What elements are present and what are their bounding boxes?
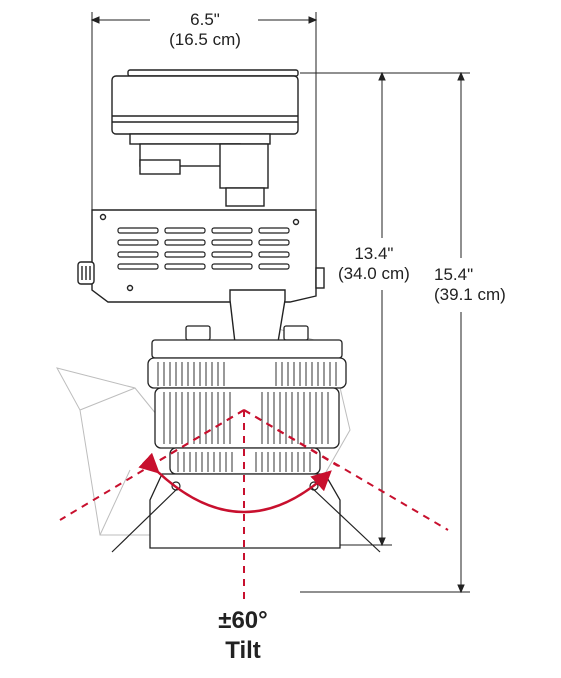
- tilt-angle: ±60°: [218, 607, 268, 634]
- driver-housing: [77, 209, 325, 303]
- width-dimension: [90, 12, 318, 210]
- body-height-label: 13.4" (34.0 cm): [338, 244, 410, 283]
- width-cm: (16.5 cm): [169, 29, 241, 49]
- width-inches: 6.5": [190, 10, 220, 29]
- tilt-label: ±60° Tilt: [180, 606, 306, 666]
- body-height-cm: (34.0 cm): [338, 263, 410, 283]
- height-dimension-body: [300, 71, 470, 547]
- total-height-inches: 15.4": [434, 265, 474, 284]
- height-dimension-total: [300, 71, 470, 594]
- tilt-indicator: [59, 409, 449, 600]
- tilt-text: Tilt: [225, 637, 261, 664]
- total-height-cm: (39.1 cm): [434, 284, 506, 304]
- width-label: 6.5" (16.5 cm): [150, 10, 260, 49]
- mounting-canopy: [111, 69, 299, 207]
- total-height-label: 15.4" (39.1 cm): [434, 265, 506, 304]
- body-height-inches: 13.4": [354, 244, 394, 263]
